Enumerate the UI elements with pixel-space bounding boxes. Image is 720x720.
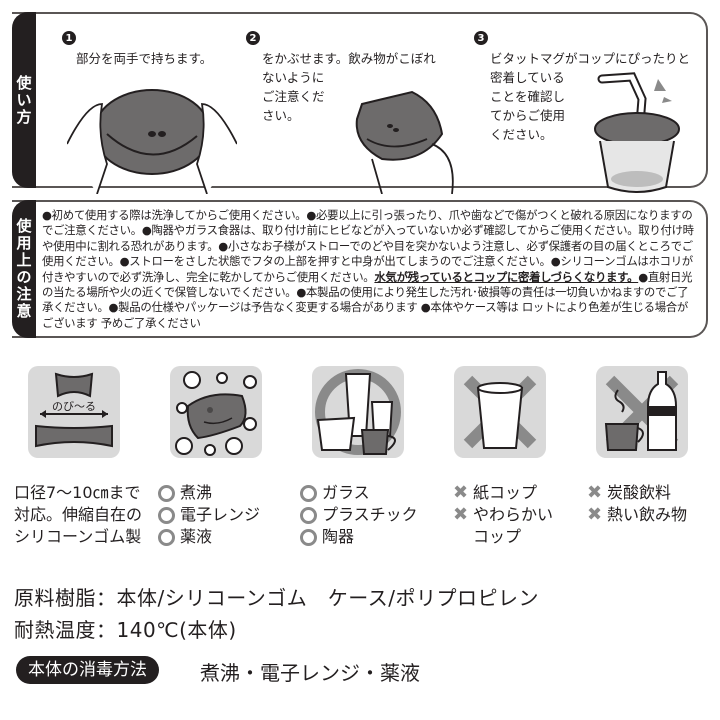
caution-text-part: ●直射日光の当たる場所や火の近くで保管しないでください。●本製品の使用により発生… (42, 269, 693, 330)
caution-underlined-warning: 水気が残っているとコップに密着しづらくなります。 (374, 269, 639, 284)
stretch-line: シリコーンゴム製 (14, 527, 142, 546)
hands-holding-lid-illustration (67, 89, 237, 194)
glass-plastic-ceramic-icon (315, 369, 401, 455)
disinfection-ok-list: 煮沸 電子レンジ 薬液 (158, 482, 260, 548)
stretch-label: のび〜る (52, 400, 96, 413)
band-char: の (16, 268, 32, 286)
ng-cross-icon: ✖ (452, 504, 469, 525)
stretch-line: 口径7〜10㎝まで (14, 483, 141, 502)
ok-item: 薬液 (180, 527, 213, 546)
ng-item: 熱い飲み物 (607, 505, 688, 524)
ok-circle-icon (158, 484, 175, 502)
band-char: い (16, 90, 32, 109)
step-2-text: をかぶせます。飲み物がこぼれ ないように ご注意くだ さい。 (262, 51, 436, 123)
step-number-2: 2 (246, 31, 260, 45)
step-number-1: 1 (62, 31, 76, 45)
ok-circle-icon (300, 484, 317, 502)
hot-and-carbonated-drinks-icon (604, 371, 679, 451)
ok-item: 煮沸 (180, 483, 213, 502)
boiling-bubbles-icon (175, 371, 257, 456)
ok-circle-icon (158, 506, 175, 524)
band-char: 上 (16, 251, 32, 269)
usage-section: 使 い 方 1 部分を両手で持ちます。 2 をかぶせます。飲み物がこぼれ ないよ… (12, 12, 708, 194)
materials-ok-tile (312, 366, 404, 458)
band-char: 使 (16, 73, 32, 92)
ok-circle-icon (300, 528, 317, 546)
caution-text-part: ●初めて使用する際は洗浄してからご使用ください。●必要以上に引っ張ったり、爪や歯… (42, 208, 694, 284)
step-1-text: 部分を両手で持ちます。 (76, 51, 213, 66)
band-char: 使 (16, 217, 32, 235)
material-spec: 原料樹脂：本体/シリコーンゴム ケース/ポリプロピレン (14, 586, 539, 610)
caution-band: 使 用 上 の 注 意 (12, 200, 36, 338)
usage-band: 使 い 方 (12, 12, 36, 188)
ng-cross-icon: ✖ (452, 482, 469, 503)
paper-cup-icon (463, 375, 537, 449)
stretch-description: 口径7〜10㎝まで 対応。伸縮自在の シリコーンゴム製 (14, 482, 142, 548)
ok-item: 電子レンジ (180, 505, 261, 524)
caution-text: ●初めて使用する際は洗浄してからご使用ください。●必要以上に引っ張ったり、爪や歯… (42, 208, 698, 331)
stretching-lid-icon (35, 372, 113, 448)
ok-item: プラスチック (322, 505, 418, 524)
paper-cup-ng-tile (454, 366, 546, 458)
disinfection-methods: 煮沸・電子レンジ・薬液 (200, 661, 420, 685)
band-char: 注 (16, 285, 32, 303)
ng-item: 炭酸飲料 (607, 483, 672, 502)
ng-item: やわらかい (473, 505, 554, 524)
band-char: 意 (16, 302, 32, 320)
ng-cross-icon: ✖ (586, 504, 603, 525)
caution-section: 使 用 上 の 注 意 ●初めて使用する際は洗浄してからご使用ください。●必要以… (12, 200, 708, 338)
ng-cross-icon: ✖ (586, 482, 603, 503)
boiling-tile (170, 366, 262, 458)
materials-ok-list: ガラス プラスチック 陶器 (300, 482, 418, 548)
step-number-3: 3 (474, 31, 488, 45)
placing-lid-illustration (355, 90, 454, 194)
stretch-line: 対応。伸縮自在の (14, 505, 143, 524)
band-char: 用 (16, 234, 32, 252)
ng-item: 紙コップ (473, 483, 538, 502)
ok-circle-icon (300, 506, 317, 524)
ok-item: 陶器 (322, 527, 355, 546)
step-3-text: ビタットマグがコップにぴったりと 密着している ことを確認し てからご使用 くだ… (490, 51, 691, 142)
ok-item: ガラス (322, 483, 370, 502)
band-char: 方 (16, 107, 32, 126)
ng-item: コップ (473, 527, 522, 546)
drinks-ng-tile (596, 366, 688, 458)
cups-ng-list: ✖紙コップ ✖やわらかい コップ (452, 482, 553, 548)
ok-circle-icon (158, 528, 175, 546)
cup-with-straw-illustration (594, 72, 680, 193)
disinfection-label-badge: 本体の消毒方法 (16, 656, 159, 684)
drinks-ng-list: ✖炭酸飲料 ✖熱い飲み物 (586, 482, 687, 526)
heat-resistance-spec: 耐熱温度：140℃(本体) (14, 618, 237, 642)
stretch-tile: のび〜る (28, 366, 120, 458)
